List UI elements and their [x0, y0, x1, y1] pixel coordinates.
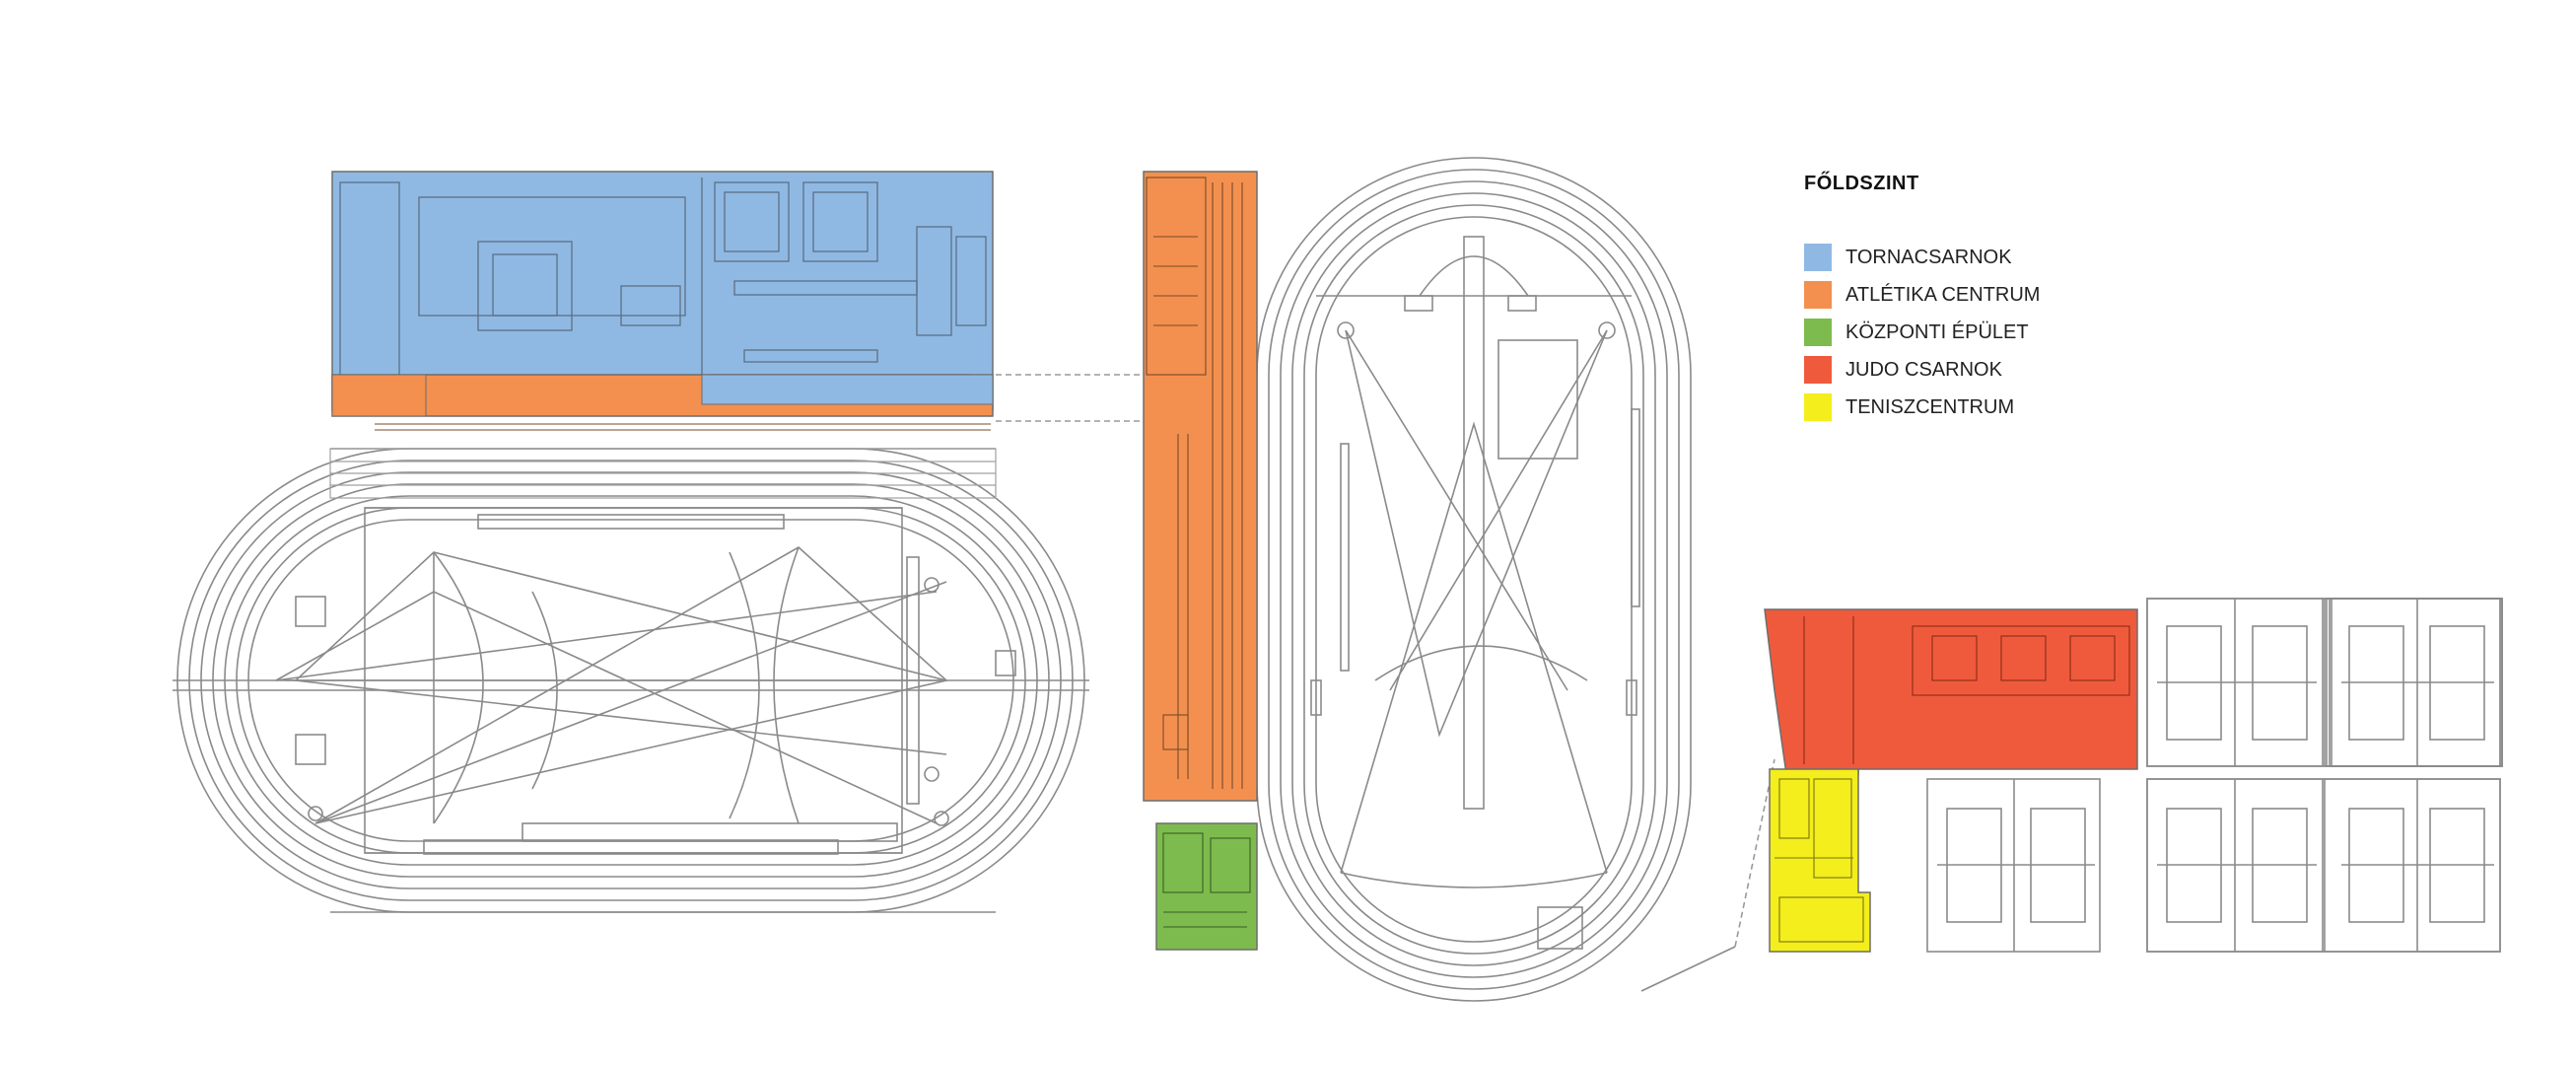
legend-item-atletika-centrum: ATLÉTIKA CENTRUM	[1804, 276, 2040, 314]
tennis-courts	[1926, 598, 2503, 953]
legend-swatch	[1804, 393, 1832, 421]
connector-lines	[996, 374, 1775, 948]
legend-swatch	[1804, 356, 1832, 384]
legend-label: KÖZPONTI ÉPÜLET	[1845, 320, 2029, 343]
legend-label: ATLÉTIKA CENTRUM	[1845, 283, 2041, 306]
legend-label: TENISZCENTRUM	[1845, 395, 2015, 418]
legend-title: FŐLDSZINT	[1804, 173, 1919, 194]
legend-item-kozponti-epulet: KÖZPONTI ÉPÜLET	[1804, 314, 2040, 351]
building-kozponti-epulet	[1155, 822, 1258, 951]
building-atletika-centrum	[1143, 171, 1258, 802]
approach-strips	[329, 448, 997, 499]
legend-swatch	[1804, 281, 1832, 309]
building-judo-csarnok	[1764, 608, 2138, 775]
building-atletika-strip	[331, 374, 994, 431]
legend-swatch	[1804, 244, 1832, 271]
legend-item-teniszcentrum: TENISZCENTRUM	[1804, 389, 2040, 426]
legend: FŐLDSZINT TORNACSARNOK ATLÉTIKA CENTRUM …	[1804, 173, 2040, 426]
legend-swatch	[1804, 319, 1832, 346]
left-track	[173, 448, 1089, 913]
legend-label: TORNACSARNOK	[1845, 246, 2012, 268]
right-track	[1256, 157, 1736, 1002]
legend-item-tornacsarnok: TORNACSARNOK	[1804, 239, 2040, 276]
legend-label: JUDO CSARNOK	[1845, 358, 2002, 381]
building-teniszcentrum	[1769, 768, 1871, 953]
legend-item-judo-csarnok: JUDO CSARNOK	[1804, 351, 2040, 389]
plan-linework	[173, 157, 2503, 1002]
